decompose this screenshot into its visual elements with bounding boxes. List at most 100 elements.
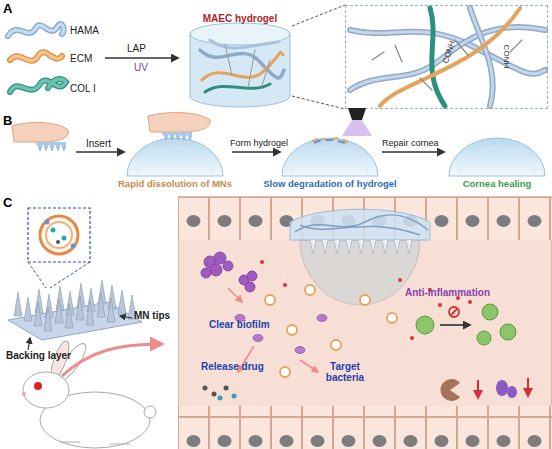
collagen-strand bbox=[10, 79, 66, 92]
rabbit bbox=[22, 392, 26, 396]
tissue-panel: Clear biofilmRelease drug Target bacteria… bbox=[178, 196, 552, 449]
microneedle-patch bbox=[8, 280, 142, 340]
microneedle-patch bbox=[118, 290, 126, 314]
zoom-arrow bbox=[62, 344, 162, 376]
crosslink-network bbox=[350, 8, 545, 106]
step-arrow bbox=[232, 151, 280, 153]
microneedle-patch bbox=[87, 288, 95, 312]
microneedle-patch bbox=[66, 291, 74, 315]
part-label: MN tips bbox=[134, 310, 170, 321]
microneedle-patch bbox=[55, 299, 63, 323]
crosslink-network bbox=[350, 30, 545, 74]
reaction-arrow bbox=[105, 57, 178, 59]
cornea-dome bbox=[449, 138, 545, 176]
liposome-inset bbox=[45, 220, 50, 225]
ecm-strand bbox=[10, 52, 62, 61]
material-label: ECM bbox=[70, 53, 92, 64]
microneedle-patch bbox=[8, 302, 142, 340]
liposome-inset bbox=[46, 222, 72, 248]
finger-press bbox=[164, 135, 192, 140]
material-label: COL I bbox=[70, 83, 96, 94]
microneedle-patch bbox=[56, 286, 64, 310]
microneedle-patch bbox=[97, 293, 105, 317]
cornea-dome bbox=[314, 140, 345, 143]
panel-letter: C bbox=[3, 196, 12, 210]
panel-letter: A bbox=[3, 2, 12, 16]
pointer-arrow bbox=[28, 338, 30, 350]
crosslink-network bbox=[470, 8, 493, 106]
liposome-inset bbox=[28, 208, 90, 288]
crosslink-network bbox=[350, 27, 545, 90]
hydrogel-cylinder: MAEC hydrogel bbox=[188, 12, 292, 108]
stage-caption: Rapid dissolution of MNs bbox=[100, 179, 250, 189]
crosslink-network bbox=[380, 8, 520, 106]
ecm-strand bbox=[10, 52, 62, 61]
material-label: HAMA bbox=[70, 25, 99, 36]
liposome-inset bbox=[71, 244, 76, 249]
amide-label: CONH bbox=[442, 40, 458, 65]
crosslink-network bbox=[350, 27, 545, 90]
cylinder-outline bbox=[188, 12, 292, 108]
hama-strand bbox=[8, 24, 64, 36]
rabbit bbox=[34, 382, 42, 390]
stage-caption: Slow degradation of hydrogel bbox=[255, 179, 405, 189]
cylinder-top bbox=[190, 23, 290, 45]
microneedle-patch bbox=[44, 307, 52, 331]
rabbit bbox=[40, 392, 150, 448]
mechanism-label: Release drug bbox=[201, 361, 264, 372]
microneedle-patch bbox=[108, 285, 116, 309]
microneedle-patch bbox=[35, 289, 43, 313]
microneedle-patch bbox=[76, 296, 84, 320]
amide-label: CONH bbox=[501, 45, 510, 69]
microneedle-patch bbox=[65, 304, 73, 328]
microneedle-patch bbox=[107, 298, 115, 322]
uv-lamp bbox=[348, 108, 366, 120]
microneedle-patch bbox=[14, 280, 136, 331]
cornea-dome bbox=[127, 138, 223, 176]
reagent-label: UV bbox=[134, 62, 148, 73]
mechanism-label: Clear biofilm bbox=[209, 319, 270, 330]
liposome-inset bbox=[28, 208, 90, 262]
ecm-strand bbox=[10, 52, 62, 61]
cornea-dome bbox=[292, 148, 368, 176]
uv-lamp bbox=[342, 120, 372, 136]
finger-press bbox=[148, 113, 210, 140]
step-label: Insert bbox=[86, 138, 111, 149]
rabbit bbox=[23, 372, 69, 408]
rabbit bbox=[144, 406, 156, 418]
crosslink-network bbox=[372, 40, 522, 90]
zoom-inset: CONH CONH bbox=[345, 5, 548, 109]
step-label: Form hydrogel bbox=[230, 139, 288, 149]
pointer-arrow bbox=[120, 316, 132, 318]
crosslink-network bbox=[350, 30, 545, 74]
reagent-label: LAP bbox=[127, 43, 146, 54]
cornea-dome bbox=[282, 138, 378, 176]
finger-patch bbox=[38, 145, 66, 151]
panel-letter: B bbox=[3, 114, 12, 128]
cornea-dome bbox=[459, 148, 535, 176]
rabbit bbox=[54, 340, 91, 384]
liposome-inset bbox=[50, 262, 90, 288]
mechanism-label: Anti-inflammation bbox=[405, 287, 490, 298]
mechanism-label: Target bacteria bbox=[317, 361, 373, 383]
microneedle-patch bbox=[86, 301, 94, 325]
liposome-inset bbox=[56, 240, 60, 244]
microneedle-patch bbox=[98, 280, 106, 304]
liposome-inset bbox=[28, 262, 46, 288]
microneedle-patch bbox=[77, 283, 85, 307]
finger-press bbox=[162, 132, 192, 135]
liposome-inset bbox=[51, 228, 56, 233]
finger-patch bbox=[12, 123, 68, 142]
cornea-dome bbox=[449, 138, 545, 176]
finger-press bbox=[148, 113, 210, 132]
hama-strand bbox=[8, 24, 64, 36]
cornea-dome bbox=[282, 138, 378, 176]
hydrogel-title: MAEC hydrogel bbox=[188, 13, 292, 24]
hama-strand bbox=[8, 24, 64, 36]
liposome-inset bbox=[40, 216, 78, 254]
collagen-strand bbox=[10, 79, 66, 92]
rabbit bbox=[60, 442, 130, 444]
part-label: Backing layer bbox=[6, 350, 71, 361]
step-label: Repair cornea bbox=[382, 139, 439, 149]
